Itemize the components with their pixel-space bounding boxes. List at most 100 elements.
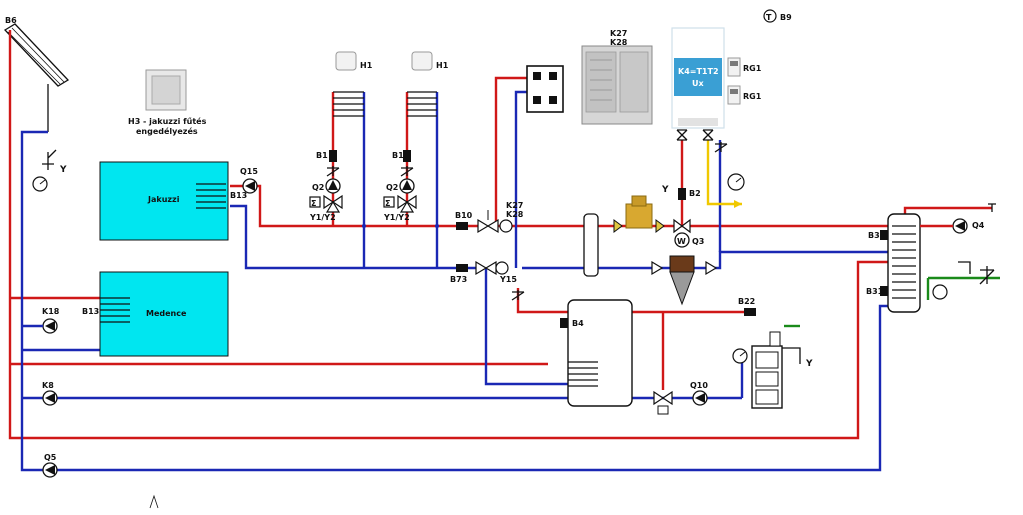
label-b2: B2 [689, 189, 701, 198]
hydraulic-separator [583, 213, 599, 277]
buffer-tank [880, 213, 921, 313]
label-b22: B22 [738, 297, 755, 306]
label-q15: Q15 [240, 167, 258, 176]
label-k27-top: K27 [610, 29, 627, 38]
gauge-stove [732, 348, 748, 364]
radiator-right [407, 91, 437, 117]
label-q10: Q10 [690, 381, 708, 390]
label-y-left: Y [59, 165, 67, 175]
h1-sensor-right[interactable] [411, 51, 433, 71]
radiator-left [333, 91, 364, 117]
label-b13-b: B13 [82, 307, 99, 316]
mixing-valve-y1y2-right[interactable]: Σ [383, 194, 417, 213]
label-k27-mid: K27 [506, 201, 523, 210]
gauge-solar [32, 176, 48, 192]
label-y1y2-b: Y1/Y2 [383, 213, 410, 222]
label-y-boiler: Y [661, 185, 669, 195]
label-k8: K8 [42, 381, 54, 390]
tap-icon[interactable] [988, 203, 996, 212]
sensor-b73 [456, 264, 468, 272]
label-rg1-a: RG1 [743, 64, 762, 73]
boiler-isolation-valves [676, 129, 728, 153]
label-b73: B73 [450, 275, 467, 284]
svg-text:Σ: Σ [385, 199, 390, 208]
sensor-b22 [744, 308, 756, 316]
h3-switch[interactable] [145, 69, 187, 111]
label-b13-a: B13 [230, 191, 247, 200]
label-y1y2-a: Y1/Y2 [309, 213, 336, 222]
sensor-b2 [678, 188, 686, 200]
label-h3-line2: engedélyezés [136, 126, 198, 136]
sensor-b1-right [403, 150, 411, 162]
safety-valve-solar [42, 149, 57, 170]
label-b1-a: B1 [316, 151, 328, 160]
label-y15: Y15 [499, 275, 517, 284]
pump-q3[interactable]: W [673, 218, 691, 248]
label-h1-b: H1 [436, 61, 449, 70]
pump-q4[interactable] [920, 218, 968, 234]
label-q2-b: Q2 [386, 183, 398, 192]
label-b1-b: B1 [392, 151, 404, 160]
label-q3: Q3 [692, 237, 704, 246]
pump-q5[interactable] [42, 462, 58, 478]
label-q2-a: Q2 [312, 183, 324, 192]
label-b9: B9 [780, 13, 792, 22]
pump-q2-right[interactable] [399, 178, 415, 194]
junctions [362, 224, 439, 228]
h1-sensor-left[interactable] [335, 51, 357, 71]
check-valve-right [400, 166, 414, 177]
diverter-valve-k27-k28[interactable] [477, 210, 513, 234]
label-h3: H3 - jakuzzi fűtés [128, 116, 207, 126]
label-y-stove: Y [805, 359, 813, 369]
pump-k18[interactable] [22, 318, 58, 334]
air-separator [613, 195, 665, 233]
supply-pipes [8, 30, 992, 440]
medence-tank [99, 271, 229, 357]
label-k28-mid: K28 [506, 210, 524, 219]
label-k18: K18 [42, 307, 60, 316]
dirt-separator [651, 255, 718, 306]
return-pipes [20, 90, 907, 472]
label-boiler-sub: Ux [692, 79, 704, 88]
label-medence: Medence [146, 309, 187, 318]
mixing-valve-stove[interactable] [653, 390, 673, 415]
label-b6: B6 [5, 16, 17, 25]
label-b31: B31 [866, 287, 884, 296]
label-jakuzzi: Jakuzzi [147, 195, 180, 204]
rg1-controller-b[interactable] [727, 85, 741, 105]
pump-q2-left[interactable] [325, 178, 341, 194]
label-h1-a: H1 [360, 61, 373, 70]
dhw-tank [560, 299, 633, 407]
label-rg1-b: RG1 [743, 92, 762, 101]
sensor-b10 [456, 222, 468, 230]
jakuzzi-tank [99, 161, 229, 241]
label-b3: B3 [868, 231, 880, 240]
label-q5: Q5 [44, 453, 57, 462]
label-k28-top: K28 [610, 38, 628, 47]
diverter-valve-y15[interactable] [475, 260, 509, 276]
svg-text:Σ: Σ [311, 199, 316, 208]
pump-q10[interactable] [692, 390, 708, 406]
label-q4: Q4 [972, 221, 985, 230]
gauge-boiler [727, 173, 745, 191]
label-boiler-name: K4=T1T2 [678, 67, 719, 76]
sensor-b1-left [329, 150, 337, 162]
heat-exchanger-block [526, 65, 564, 113]
cold-water-pipes [784, 276, 1000, 328]
pump-k8[interactable] [42, 390, 58, 406]
cursor-mark [149, 494, 159, 509]
heat-pump-unit[interactable] [581, 45, 653, 125]
svg-text:T: T [766, 13, 772, 22]
solar-collector [3, 23, 70, 132]
pump-q15[interactable] [242, 178, 258, 194]
solid-fuel-stove[interactable] [751, 331, 801, 409]
check-valve-left [326, 166, 340, 177]
gas-boiler[interactable] [671, 27, 725, 129]
mixing-valve-y1y2-left[interactable]: Σ [309, 194, 343, 213]
label-b10: B10 [455, 211, 473, 220]
rg1-controller-a[interactable] [727, 57, 741, 77]
check-valve-y15 [511, 290, 525, 301]
sensor-b9-icon: T [763, 9, 777, 23]
